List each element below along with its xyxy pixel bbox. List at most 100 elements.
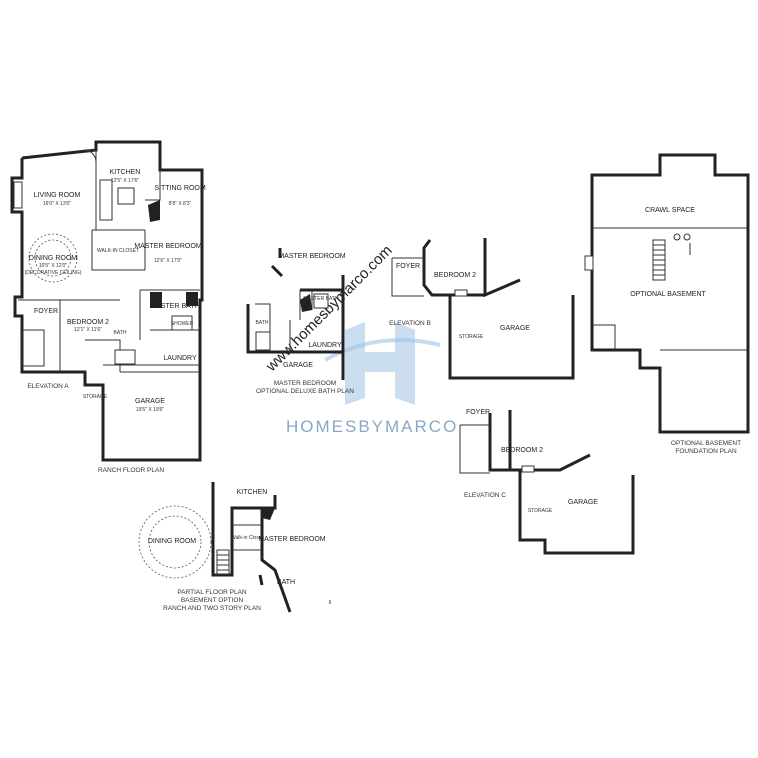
deluxe-outer-wall (246, 248, 345, 380)
elev-b-garage-label: GARAGE (500, 325, 530, 332)
partial-caption-3: RANCH AND TWO STORY PLAN (163, 605, 261, 612)
deluxe-master-bedroom-label: MASTER BEDROOM (278, 253, 345, 260)
deluxe-interior-walls (255, 290, 313, 352)
master-bath-solid-2 (186, 292, 198, 306)
watermark-h-logo (345, 322, 415, 405)
master-bedroom-dim: 12'6" X 17'0" (154, 258, 182, 264)
dining-room-label: DINING ROOM (29, 255, 77, 262)
partial-stair-treads (217, 554, 229, 571)
living-room-label: LIVING ROOM (34, 192, 81, 199)
elev-b-caption: ELEVATION B (389, 320, 431, 327)
sitting-room-dim: 8'8" X 8'3" (169, 201, 192, 207)
partial-kitchen-label: KITCHEN (237, 489, 268, 496)
elev-c-storage-label: STORAGE (528, 508, 553, 514)
elev-b-foyer-label: FOYER (396, 263, 420, 270)
basement-caption-1: OPTIONAL BASEMENT (671, 440, 741, 447)
deluxe-garage-label: GARAGE (283, 362, 313, 369)
partial-floor-plan: KITCHEN DINING ROOM Walk-in Closet MASTE… (138, 482, 326, 613)
optional-basement-label: OPTIONAL BASEMENT (630, 291, 706, 298)
basement-stair-treads (653, 244, 665, 276)
shower-icon (171, 315, 193, 331)
basement-plan: CRAWL SPACE OPTIONAL BASEMENT OPTIONAL B… (584, 153, 750, 455)
bath-label: BATH (114, 330, 127, 336)
foyer-label: FOYER (34, 308, 58, 315)
decorative-ceiling-outline (28, 233, 78, 283)
elev-c-caption: ELEVATION C (464, 492, 506, 499)
basement-outer-wall (590, 153, 750, 434)
shower-label: SHOWER (171, 321, 194, 327)
watermark: HOMESBYMARCO www.homesbymarco.com (262, 242, 458, 436)
foyer-porch (21, 329, 45, 367)
fireplace-icon (13, 181, 23, 209)
partial-bath-label: BATH (277, 579, 295, 586)
elev-c-closet (521, 465, 535, 473)
deluxe-shower-icon (313, 293, 329, 309)
partial-stair-icon (216, 549, 230, 575)
partial-dining-room-label: DINING ROOM (148, 538, 196, 545)
sitting-room-label: SITTING ROOM (154, 185, 206, 192)
elev-b-outer-wall (422, 238, 575, 380)
partial-master-bedroom-label: MASTER BEDROOM (258, 536, 325, 543)
watermark-brand: HOMESBYMARCO (286, 417, 458, 436)
ranch-plan-caption: RANCH FLOOR PLAN (98, 467, 164, 474)
crawl-space-label: CRAWL SPACE (645, 207, 695, 214)
tub-icon (114, 349, 136, 365)
elev-b-interior (391, 257, 424, 297)
deluxe-master-bath-label: MASTER BATH (303, 296, 339, 302)
bedroom2-label: BEDROOM 2 (67, 319, 109, 326)
garage-label: GARAGE (135, 398, 165, 405)
kitchen-corner-solid (148, 200, 160, 222)
master-bath-label: MASTER BATH (150, 303, 199, 310)
deluxe-bath-label: BATH (256, 320, 269, 326)
page-mark: 6 (329, 600, 332, 606)
basement-interior (592, 227, 748, 351)
partial-decorative-ceiling (138, 505, 212, 579)
deluxe-caption-2: OPTIONAL DELUXE BATH PLAN (256, 388, 354, 395)
deluxe-solid (300, 294, 312, 312)
deluxe-caption-1: MASTER BEDROOM (274, 380, 336, 387)
elev-c-interior (459, 424, 490, 474)
elev-b-bedroom2-label: BEDROOM 2 (434, 272, 476, 279)
elev-c-garage-label: GARAGE (568, 499, 598, 506)
garage-dim: 19'5" X 19'6" (136, 407, 164, 413)
ranch-outer-wall (10, 140, 204, 462)
elev-b-closet (454, 289, 468, 297)
partial-corner-solid (262, 508, 275, 520)
elev-c-bedroom2-label: BEDROOM 2 (501, 447, 543, 454)
elevation-c-plan: FOYER BEDROOM 2 GARAGE STORAGE ELEVATION… (459, 409, 635, 555)
living-room-dim: 16'0" X 13'0" (43, 201, 71, 207)
master-bath-solid (150, 292, 162, 308)
storage-label: STORAGE (83, 394, 108, 400)
elev-b-storage-label: STORAGE (459, 334, 484, 340)
partial-walk-in-closet-label: Walk-in Closet (231, 535, 264, 541)
partial-caption-1: PARTIAL FLOOR PLAN (177, 589, 247, 596)
deluxe-tub-icon (255, 331, 271, 351)
basement-window (584, 255, 594, 271)
walk-in-closet-label: WALK-IN CLOSET (97, 248, 139, 254)
deluxe-laundry-label: LAUNDRY (308, 342, 342, 349)
water-heater-icon (683, 233, 691, 241)
elev-c-foyer-label: FOYER (466, 409, 490, 416)
deluxe-bath-plan: MASTER BEDROOM MASTER BATH BATH LAUNDRY … (246, 248, 354, 395)
basement-caption-2: FOUNDATION PLAN (675, 448, 737, 455)
kitchen-label: KITCHEN (110, 169, 141, 176)
watermark-swoosh (324, 338, 441, 362)
decorative-ceiling-label: (DECORATIVE CEILING) (25, 270, 82, 276)
decorative-ceiling-inner (34, 239, 72, 277)
kitchen-dim: 12'5" X 17'6" (111, 178, 139, 184)
elevation-b-plan: FOYER BEDROOM 2 GARAGE STORAGE ELEVATION… (389, 238, 575, 380)
partial-decorative-ceiling-inner (148, 515, 202, 569)
bedroom2-dim: 12'1" X 11'6" (74, 327, 102, 333)
dining-room-dim: 10'5" X 12'0" (39, 263, 67, 269)
elev-c-outer-wall (488, 410, 635, 555)
kitchen-counter (99, 179, 113, 221)
furnace-icon (673, 233, 681, 241)
entry-door-swing-icon (83, 149, 97, 163)
laundry-label: LAUNDRY (163, 355, 197, 362)
master-bedroom-label: MASTER BEDROOM (134, 243, 201, 250)
partial-caption-2: BASEMENT OPTION (181, 597, 244, 604)
ranch-floor-plan: LIVING ROOM 16'0" X 13'0" KITCHEN 12'5" … (10, 140, 206, 474)
elevation-a-caption: ELEVATION A (27, 383, 69, 390)
kitchen-island (117, 187, 135, 205)
